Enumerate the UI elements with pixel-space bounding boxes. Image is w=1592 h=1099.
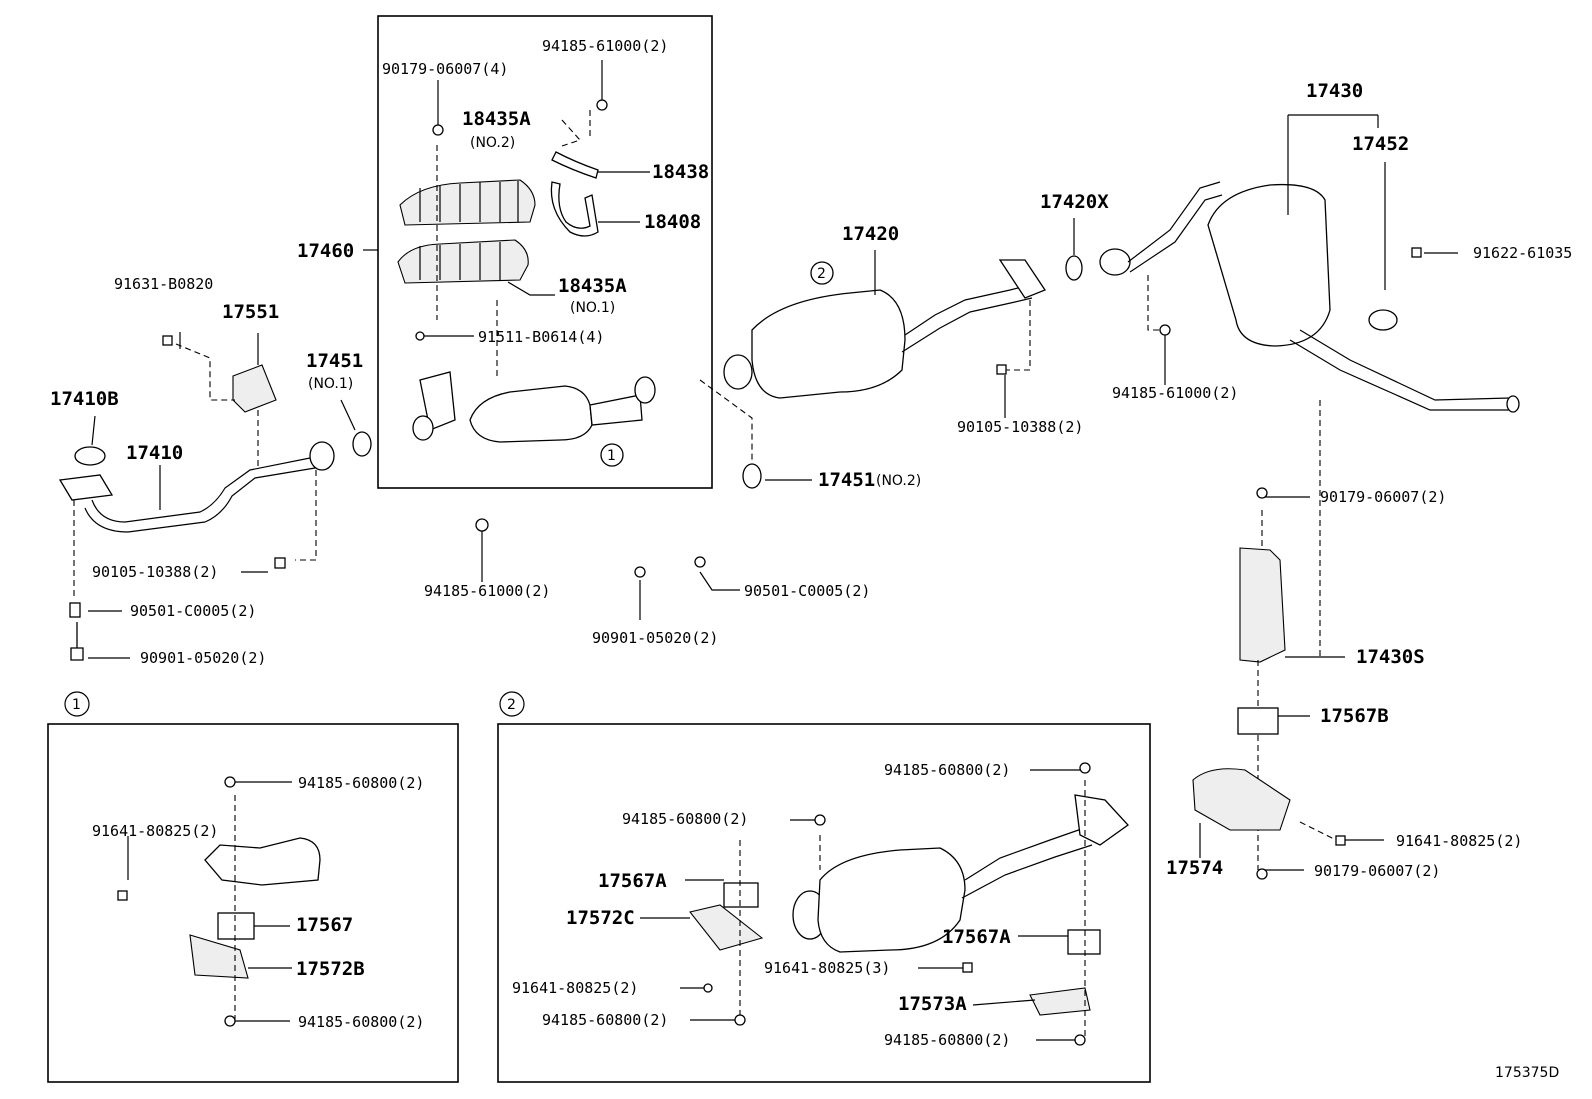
- center-pipe-17420[interactable]: [723, 259, 1046, 399]
- label-17551: 17551: [222, 301, 279, 323]
- label-90105-left: 90105-10388(2): [92, 563, 218, 581]
- label-94185-61000-right: 94185-61000(2): [1112, 384, 1238, 402]
- label-91641-right: 91641-80825(2): [1396, 832, 1522, 850]
- gasket-17410B[interactable]: [74, 446, 106, 466]
- label-94185-61000-top: 94185-61000(2): [542, 37, 668, 55]
- inset2-label-91641-a: 91641-80825(2): [512, 979, 638, 997]
- inset2-label-94185-b: 94185-60800(2): [622, 810, 748, 828]
- heat-insulator-17551[interactable]: [232, 364, 277, 413]
- inset2-label-17567A-a: 17567A: [598, 870, 667, 892]
- heat-insulator-no1[interactable]: [397, 239, 529, 284]
- inset1-label-91641: 91641-80825(2): [92, 822, 218, 840]
- ref-callout-1: 1: [607, 448, 616, 464]
- ref-circle-2: [499, 691, 525, 717]
- label-90501-left: 90501-C0005(2): [130, 602, 256, 620]
- gasket-17420X[interactable]: [1065, 255, 1083, 281]
- gasket-17451-no1[interactable]: [352, 431, 372, 457]
- inset1-bolt-91641[interactable]: [117, 890, 128, 901]
- heat-insulator-no2[interactable]: [399, 179, 536, 226]
- label-90179-06007-right: 90179-06007(2): [1320, 488, 1446, 506]
- bolt-91622[interactable]: [1411, 247, 1422, 258]
- label-94185-61000-mid: 94185-61000(2): [424, 582, 550, 600]
- inset2-label-94185-a: 94185-60800(2): [884, 761, 1010, 779]
- catalytic-converter[interactable]: [412, 371, 656, 443]
- label-17567B: 17567B: [1320, 705, 1389, 727]
- label-90501-mid: 90501-C0005(2): [744, 582, 870, 600]
- nut-markers: [224, 99, 1268, 1046]
- label-no2-gasket: (NO.2): [876, 473, 921, 489]
- bolt-91631[interactable]: [162, 335, 173, 346]
- label-18438: 18438: [652, 161, 709, 183]
- leader-lines: [88, 60, 1458, 1041]
- inset2-muffler: [792, 794, 1129, 953]
- ref-number-1: 1: [72, 697, 81, 713]
- bolt-90105-right[interactable]: [996, 364, 1007, 375]
- inset2-bracket-17572C[interactable]: [689, 904, 764, 951]
- inset-1-frame: [47, 723, 459, 1083]
- spring-90501-left[interactable]: [69, 602, 81, 618]
- inset2-bracket-17573A[interactable]: [1029, 987, 1091, 1016]
- label-17420: 17420: [842, 223, 899, 245]
- label-90179-06007-right2: 90179-06007(2): [1314, 862, 1440, 880]
- label-18408: 18408: [644, 211, 701, 233]
- ref-circle-1: [64, 691, 90, 717]
- bracket-17574[interactable]: [1192, 768, 1291, 831]
- label-90901-left: 90901-05020(2): [140, 649, 266, 667]
- inset-2-frame: [497, 723, 1151, 1083]
- tailpipe-17430[interactable]: [1099, 181, 1520, 413]
- heat-insulator-17430S[interactable]: [1239, 547, 1286, 663]
- mount-17567B[interactable]: [1237, 707, 1279, 735]
- inset1-label-94185-b: 94185-60800(2): [298, 1013, 424, 1031]
- inset2-label-94185-c: 94185-60800(2): [542, 1011, 668, 1029]
- diagram-id: 175375D: [1495, 1065, 1559, 1081]
- label-18435A-no1: 18435A: [558, 275, 627, 297]
- label-17410B: 17410B: [50, 388, 119, 410]
- inset1-label-94185-a: 94185-60800(2): [298, 774, 424, 792]
- inset2-label-94185-d: 94185-60800(2): [884, 1031, 1010, 1049]
- ref-number-2: 2: [507, 697, 516, 713]
- label-17410: 17410: [126, 442, 183, 464]
- label-18435A-no2: 18435A: [462, 108, 531, 130]
- label-17451-no1: 17451: [306, 350, 363, 372]
- inset2-mount-17567A-a[interactable]: [723, 882, 759, 908]
- bolt-91641-right[interactable]: [1335, 835, 1346, 846]
- ref-callout-2: 2: [817, 266, 826, 282]
- label-17430S: 17430S: [1356, 646, 1425, 668]
- inset1-mount-17567[interactable]: [217, 912, 255, 940]
- inset2-mount-17567A-b[interactable]: [1067, 929, 1101, 955]
- inset1-pipe: [204, 837, 321, 886]
- gasket-17451-no2[interactable]: [742, 463, 762, 489]
- inset1-bracket-17572B[interactable]: [189, 934, 249, 979]
- inset1-label-17572B: 17572B: [296, 958, 365, 980]
- catalytic-group-frame: [377, 15, 713, 489]
- label-no1-insulator: (NO.1): [570, 300, 615, 316]
- label-17430: 17430: [1306, 80, 1363, 102]
- label-no1-gasket: (NO.1): [308, 376, 353, 392]
- inset2-label-17573A: 17573A: [898, 993, 967, 1015]
- band-18408[interactable]: [550, 181, 599, 237]
- label-90105-right: 90105-10388(2): [957, 418, 1083, 436]
- inset2-label-17567A-b: 17567A: [942, 926, 1011, 948]
- bolt-90105-left[interactable]: [274, 557, 286, 569]
- inset2-label-17572C: 17572C: [566, 907, 635, 929]
- clamp-17452[interactable]: [1368, 309, 1398, 331]
- label-90901-mid: 90901-05020(2): [592, 629, 718, 647]
- label-no2: (NO.2): [470, 135, 515, 151]
- label-17420X: 17420X: [1040, 191, 1109, 213]
- bolt-90901-left[interactable]: [70, 622, 84, 661]
- label-90179-06007-4: 90179-06007(4): [382, 60, 508, 78]
- inset1-label-17567: 17567: [296, 914, 353, 936]
- label-17451-no2: 17451: [818, 469, 875, 491]
- clamp-18438[interactable]: [551, 151, 599, 179]
- label-17574: 17574: [1166, 857, 1223, 879]
- label-91511: 91511-B0614(4): [478, 328, 604, 346]
- label-91622: 91622-61035: [1473, 244, 1572, 262]
- inset2-label-91641-b: 91641-80825(3): [764, 959, 890, 977]
- front-pipe-17410[interactable]: [58, 441, 335, 533]
- label-91631: 91631-B0820: [114, 275, 213, 293]
- inset2-bolt-91641[interactable]: [962, 962, 973, 973]
- label-17460: 17460: [297, 240, 354, 262]
- label-17452: 17452: [1352, 133, 1409, 155]
